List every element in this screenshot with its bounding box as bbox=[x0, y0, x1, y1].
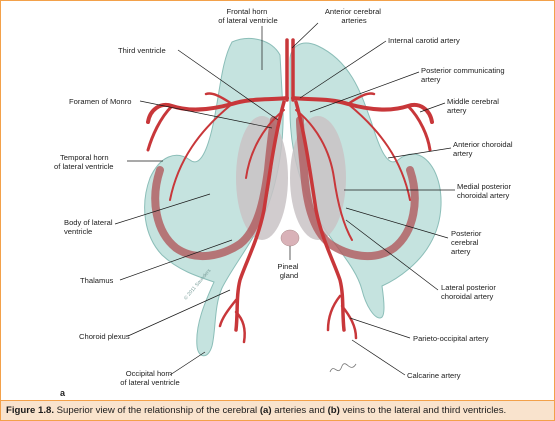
figure-caption: Figure 1.8. Superior view of the relatio… bbox=[1, 400, 554, 420]
caption-panel-b: (b) bbox=[327, 405, 340, 416]
caption-prefix: Figure 1.8. bbox=[6, 405, 54, 416]
label-parieto-occipital-artery: Parieto-occipital artery bbox=[413, 334, 489, 343]
caption-text-3: veins to the lateral and third ventricle… bbox=[339, 405, 507, 416]
label-middle-cerebral-artery: Middle cerebral artery bbox=[447, 97, 501, 115]
caption-text-1: Superior view of the relationship of the… bbox=[53, 405, 260, 416]
arteries bbox=[146, 38, 434, 344]
leader-lines bbox=[114, 22, 455, 376]
label-lateral-posterior-choroidal-artery: Lateral posterior choroidal artery bbox=[441, 283, 498, 301]
label-thalamus: Thalamus bbox=[80, 276, 114, 285]
label-anterior-cerebral-arteries: Anterior cerebral arteries bbox=[325, 7, 383, 25]
label-frontal-horn: Frontal horn of lateral ventricle bbox=[218, 7, 278, 25]
label-pineal-gland: Pineal gland bbox=[277, 262, 300, 280]
label-temporal-horn: Temporal horn of lateral ventricle bbox=[54, 153, 114, 171]
label-posterior-cerebral-artery: Posterior cerebral artery bbox=[451, 229, 484, 256]
label-calcarine-artery: Calcarine artery bbox=[407, 371, 461, 380]
label-posterior-communicating-artery: Posterior communicating artery bbox=[421, 66, 507, 84]
label-internal-carotid-artery: Internal carotid artery bbox=[388, 36, 460, 45]
label-medial-posterior-choroidal-artery: Medial posterior choroidal artery bbox=[457, 182, 513, 200]
artist-signature bbox=[329, 363, 357, 373]
pineal-gland bbox=[280, 229, 300, 247]
caption-text-2: arteries and bbox=[271, 405, 328, 416]
label-choroid-plexus: Choroid plexus bbox=[79, 332, 130, 341]
label-third-ventricle: Third ventricle bbox=[118, 46, 166, 55]
panel-letter: a bbox=[60, 388, 66, 398]
label-body-lateral-ventricle: Body of lateral ventricle bbox=[64, 218, 115, 236]
caption-panel-a: (a) bbox=[259, 405, 272, 416]
choroid-plexus bbox=[151, 116, 419, 261]
label-foramen-monro: Foramen of Monro bbox=[69, 97, 131, 106]
label-anterior-choroidal-artery: Anterior choroidal artery bbox=[453, 140, 515, 158]
anatomy-illustration: © 2011 Saunders a Frontal horn of latera… bbox=[54, 7, 515, 398]
label-occipital-horn: Occipital horn of lateral ventricle bbox=[120, 369, 180, 387]
